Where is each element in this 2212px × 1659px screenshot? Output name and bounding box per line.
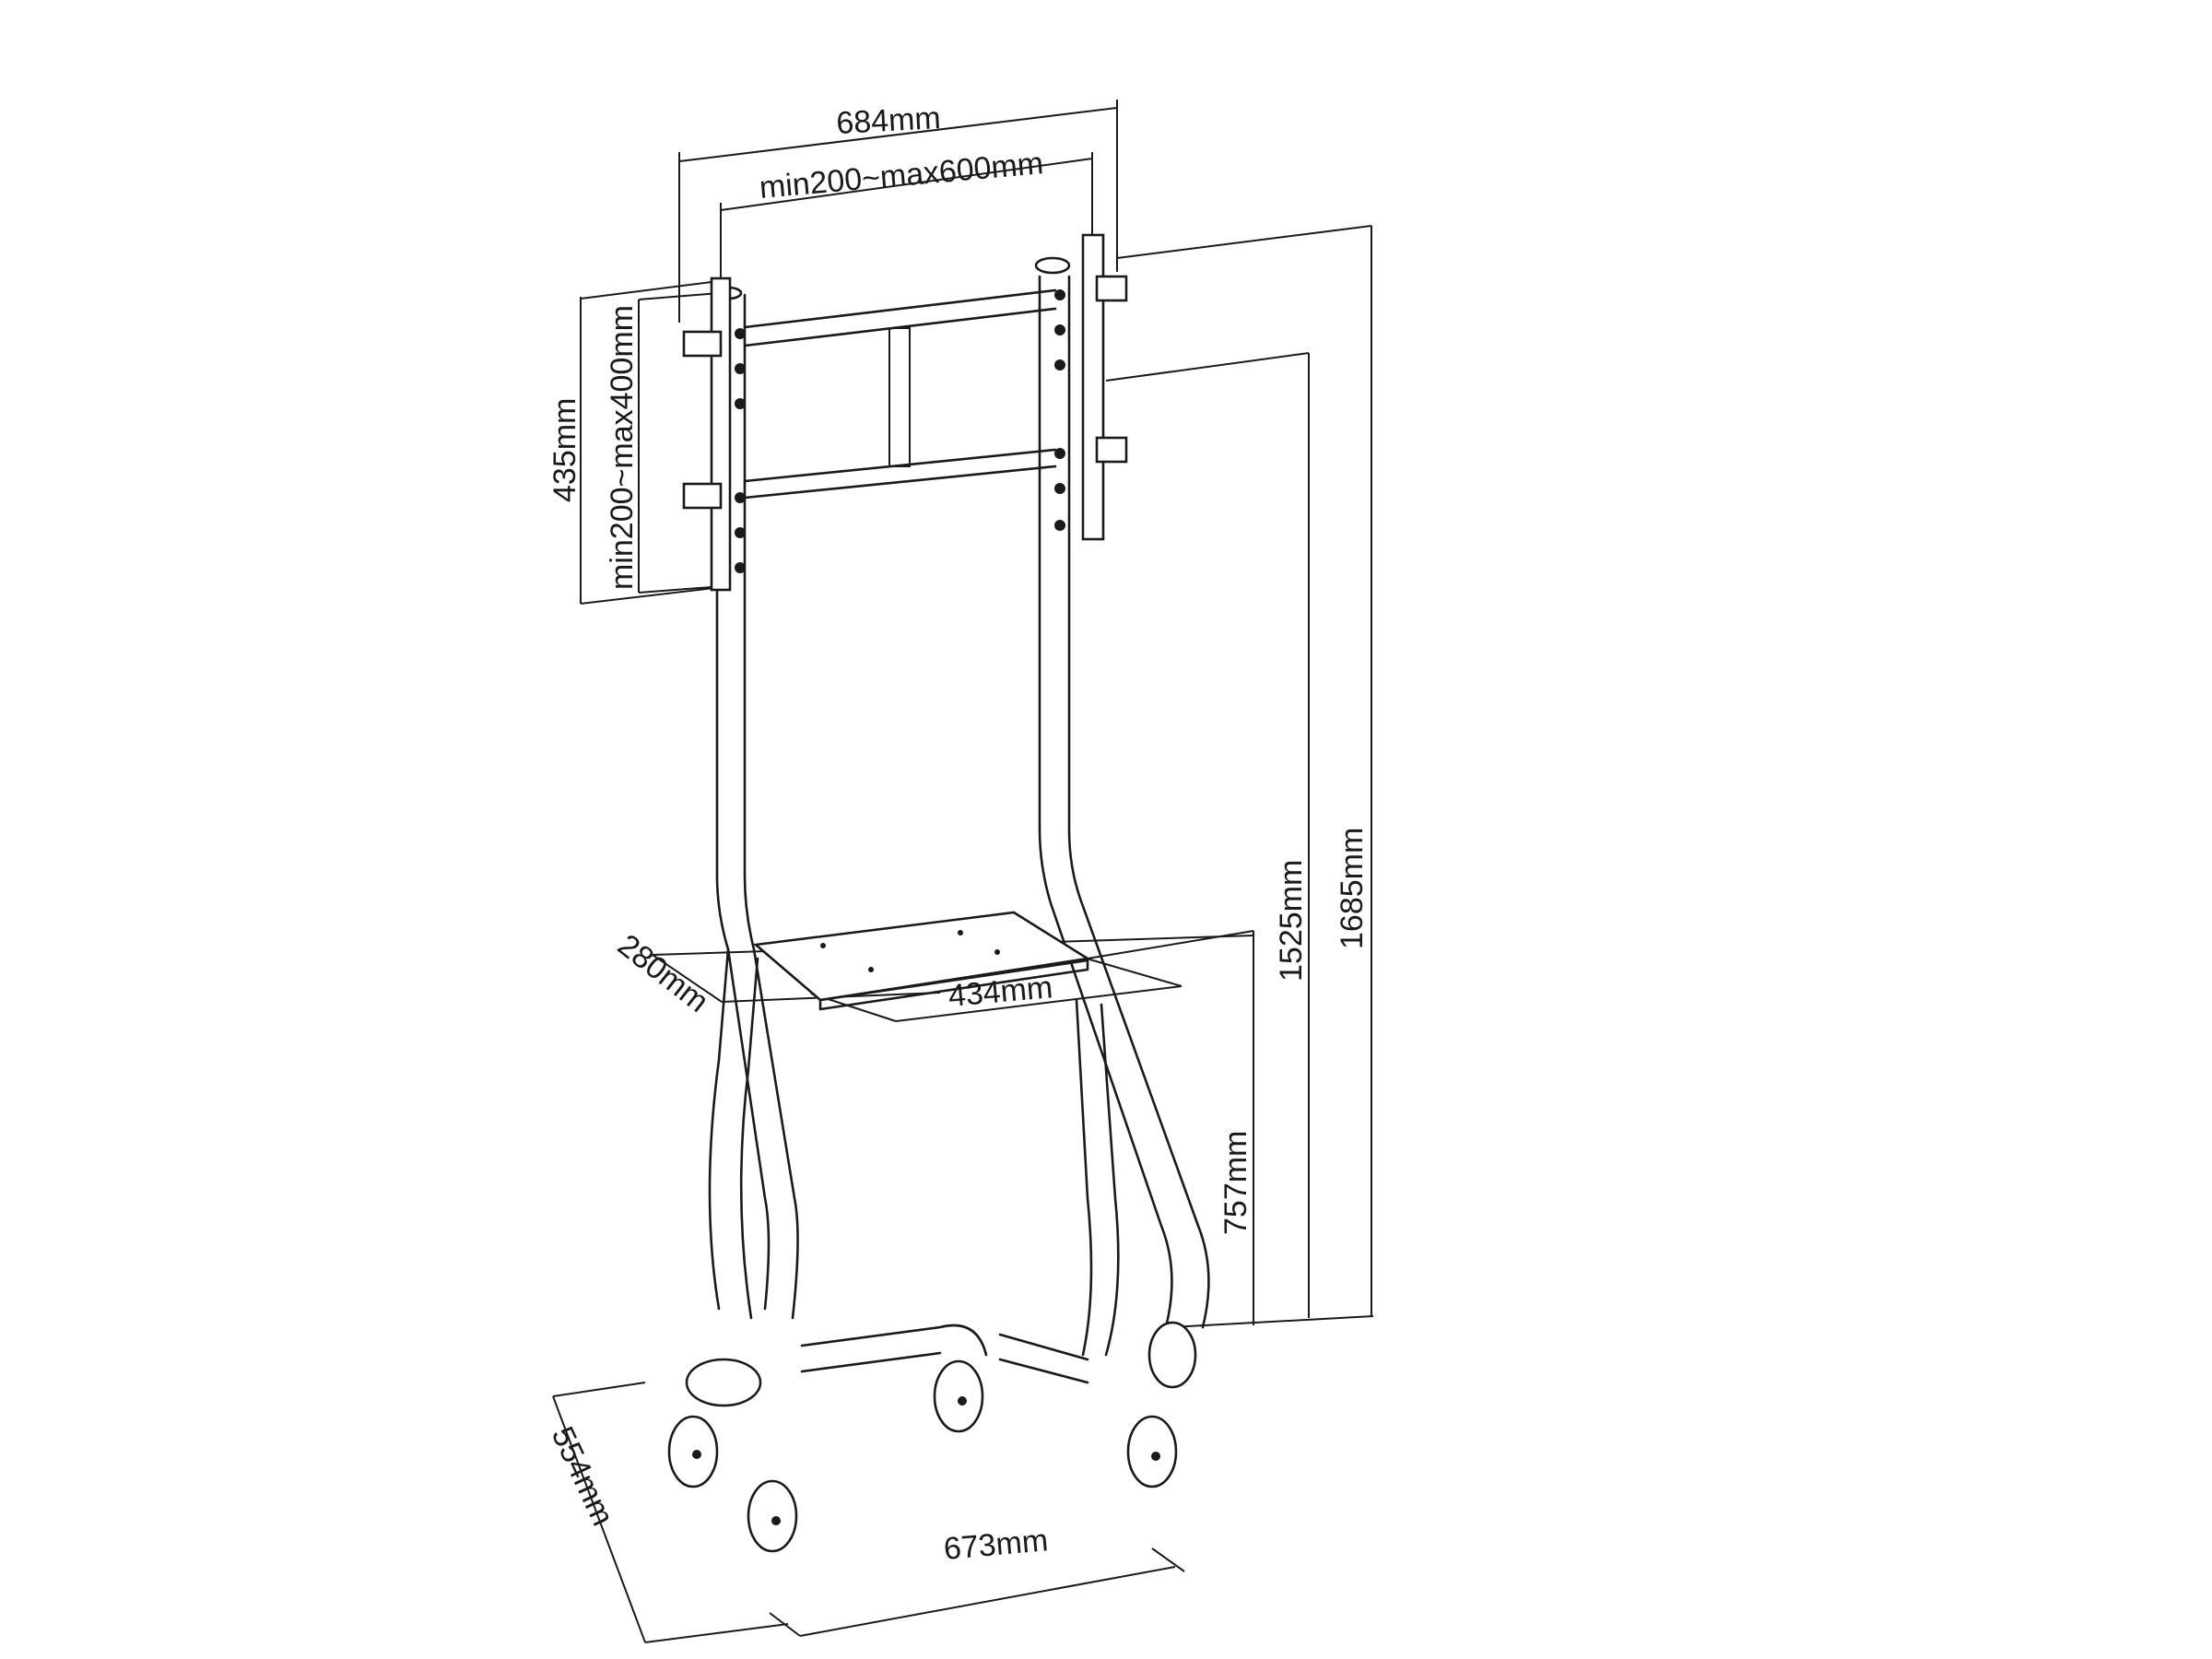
shelf [752,911,1091,1011]
caster-front-right [1126,1415,1178,1488]
label-shelf-depth: 280mm [611,927,715,1019]
caster-front-left [747,1479,798,1553]
dimension-lines [552,100,1374,1643]
label-max-height: 1685mm [1335,828,1370,949]
label-base-width: 673mm [942,1523,1049,1567]
label-shelf-height: 757mm [1218,1131,1253,1235]
vesa-bracket-right [1054,233,1128,541]
label-vesa-vertical: min200~max400mm [605,305,640,590]
vesa-bracket-left [682,276,746,592]
label-overall-width: 684mm [835,100,941,141]
label-vesa-horizontal: min200~max600mm [758,146,1044,206]
label-base-depth: 554mm [545,1421,620,1531]
label-mount-height-span: 435mm [547,398,582,502]
stand-frame [685,256,1210,1407]
label-min-height: 1525mm [1274,860,1309,982]
caster-rear-left [667,1415,719,1488]
caster-rear-center [933,1359,984,1433]
